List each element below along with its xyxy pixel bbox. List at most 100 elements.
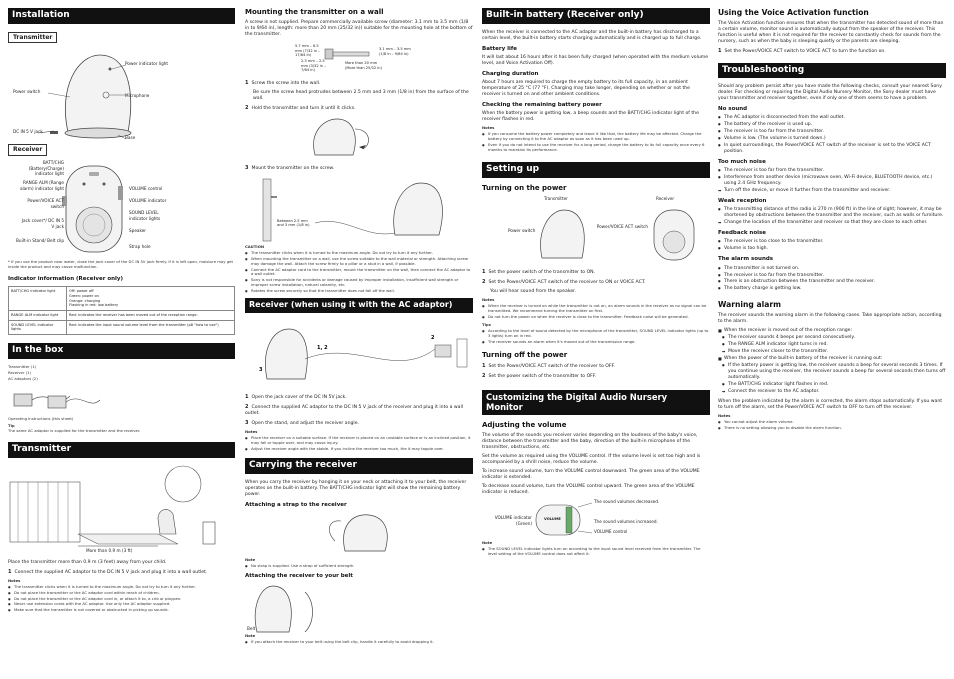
transmitter-heading: Transmitter <box>8 442 235 458</box>
fig-label-transmitter: Transmitter <box>544 196 568 202</box>
caution-label: CAUTION <box>245 243 265 249</box>
belt-diagram: Belt <box>245 582 473 634</box>
vol-label-control: VOLUME control <box>594 529 628 535</box>
vol-label-increased: The sound volumes increased. <box>594 519 658 525</box>
label-volume-control: VOLUME control <box>129 186 163 192</box>
power-on-illustration <box>540 209 695 261</box>
decrease-text: To decrease sound volume, turn the VOLUM… <box>482 484 695 496</box>
tips-list: According to the level of sound detected… <box>482 328 710 345</box>
feedback-title: Feedback noise <box>718 230 766 237</box>
alarm-notes: You cannot adjust the alarm volume. Ther… <box>718 419 946 431</box>
vol-label-decreased: The sound volumes decreased. <box>594 499 660 505</box>
fig-label-receiver: Receiver <box>656 196 675 202</box>
strap-note: No strap is supplied. Use a strap of suf… <box>245 563 473 569</box>
adjust-text: The volume of the sounds you receiver va… <box>482 433 698 451</box>
strap-illustration <box>329 514 388 552</box>
transmitter-illustration <box>37 55 132 140</box>
receiver-illustration <box>62 165 123 253</box>
alarm-title: The alarm sounds <box>718 256 774 263</box>
volume-note-label: Note <box>482 540 493 546</box>
after-alarm-text: When the problem indicated by the alarm … <box>718 398 943 410</box>
belt-label: Belt <box>247 625 256 631</box>
caution-list: The transmitter clicks when it is turned… <box>245 250 473 294</box>
voice-activation-title: Using the Voice Activation function <box>718 8 869 17</box>
label-strap-hole: Strap hole <box>129 244 151 250</box>
volume-word: VOLUME <box>544 517 561 522</box>
belt-note-label: Note <box>245 632 256 638</box>
label-power-switch: Power switch <box>13 89 41 95</box>
transmitter-notes: The transmitter clicks when it is turned… <box>8 584 235 614</box>
label-batt-chg: BATT/CHG (Battery/Charge) indicator ligh… <box>28 160 64 177</box>
voice-activation-text: The Voice Activation function ensures th… <box>718 20 944 44</box>
customizing-heading: Customizing the Digital Audio Nursery Mo… <box>482 389 710 416</box>
in-the-box-heading: In the box <box>8 342 235 359</box>
in-the-box-list: Transmitter (1) Receiver (1) AC adaptors… <box>8 363 38 381</box>
adjust-text-2: Set the volume as required using the VOL… <box>482 454 701 466</box>
jack-footnote: * If you use the product near water, clo… <box>8 259 233 270</box>
receiver-notes-label: Notes <box>245 429 258 435</box>
power-off-title: Turning off the power <box>482 350 568 359</box>
battery-text: When the receiver is connected to the AC… <box>482 29 702 41</box>
label-base: Base <box>125 135 136 141</box>
receiver-tag: Receiver <box>8 144 48 157</box>
label-dc-jack: DC IN 5 V jack <box>13 129 43 135</box>
carrying-heading: Carrying the receiver <box>245 458 473 474</box>
alarm-list: The transmitter is not turned on. The re… <box>718 266 946 293</box>
mount-title: Mounting the transmitter on a wall <box>245 8 384 16</box>
troubleshooting-heading: Troubleshooting <box>718 62 946 79</box>
transmitter-tag: Transmitter <box>8 31 58 44</box>
receiver-diagram: BATT/CHG (Battery/Charge) indicator ligh… <box>8 160 235 260</box>
wall-mount-illustration <box>262 178 443 242</box>
turn-transmitter-illustration <box>313 118 369 156</box>
receiver-adaptor-illustration: 1, 2 2 3 <box>259 328 468 379</box>
svg-text:2: 2 <box>431 335 435 341</box>
notes-label: Notes <box>8 577 21 583</box>
adaptors-illustration <box>13 394 101 409</box>
column-1: Installation Transmitter Power indicator… <box>8 8 235 616</box>
fig-label-power-switch: Power switch <box>508 228 536 234</box>
belt-note: If you attach the receiver to your belt … <box>245 639 473 645</box>
vol-label-indicator: VOLUME indicator (Green) <box>494 515 532 526</box>
nursery-illustration <box>9 465 216 547</box>
battery-heading: Built-in battery (Receiver only) <box>482 8 710 24</box>
screw-illustration <box>324 48 370 60</box>
indicator-info-title: Indicator information (Receiver only) <box>8 276 124 283</box>
charging-title: Charging duration <box>482 70 539 77</box>
screw-diagram: 5.7 mm – 6.5 mm (7/32 in – 17/64 in) 3.1… <box>245 41 473 77</box>
no-sound-title: No sound <box>718 106 748 113</box>
fig-label-voice-act: Power/VOICE ACT switch <box>596 224 648 230</box>
feedback-list: The receiver is too close to the transmi… <box>718 239 946 252</box>
belt-title: Attaching the receiver to your belt <box>245 572 353 579</box>
label-voice-act: Power/VOICE ACT switch <box>27 198 64 209</box>
tip-label: Tip <box>8 423 15 429</box>
power-notes-label: Notes <box>482 297 495 303</box>
nursery-diagram: More than 0.9 m (3 ft) <box>8 464 235 556</box>
strap-title: Attaching a strap to the receiver <box>245 501 347 508</box>
carrying-text: When you carry the receiver by hanging i… <box>245 479 467 497</box>
receiver-notes: Place the receiver on a suitable surface… <box>245 435 473 452</box>
label-sound-level: SOUND LEVEL indicator lights <box>129 210 161 221</box>
warning-alarm-title: Warning alarm <box>718 300 781 310</box>
receiver-heading: Receiver (when using it with the AC adap… <box>245 298 473 313</box>
increase-text: To increase sound volume, turn the VOLUM… <box>482 469 700 481</box>
battery-notes-label: Notes <box>482 124 495 130</box>
transmitter-diagram: Power indicator light Power switch Micro… <box>8 47 235 142</box>
label-volume-indicator: VOLUME indicator <box>129 198 167 204</box>
label-microphone: Microphone <box>125 93 150 99</box>
warning-text: The receiver sounds the warning alarm in… <box>718 313 942 325</box>
power-step-2-sub: You will hear sound from the speaker. <box>490 289 577 295</box>
tips-label: Tips <box>482 321 491 327</box>
setting-up-heading: Setting up <box>482 162 710 179</box>
column-3: Built-in battery (Receiver only) When th… <box>482 8 710 560</box>
